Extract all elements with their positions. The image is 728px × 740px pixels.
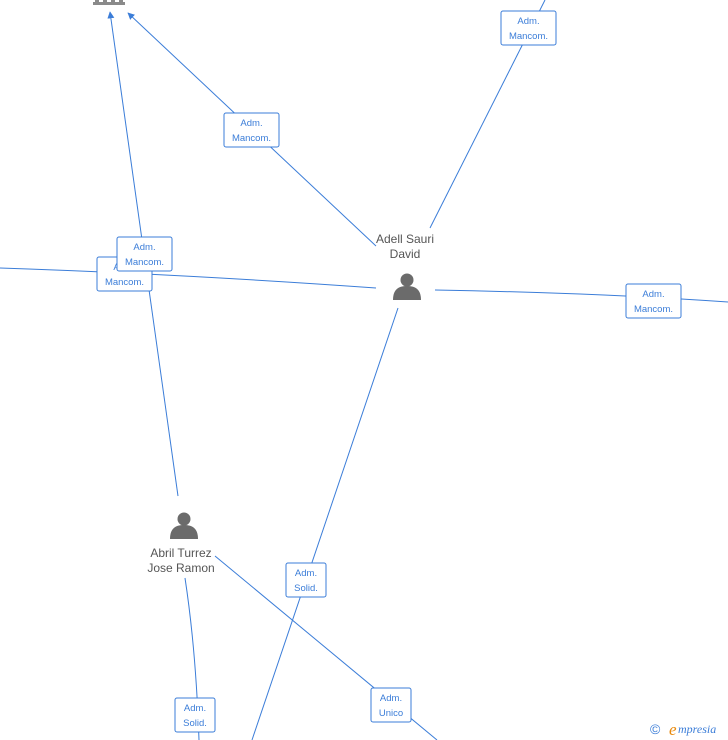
edge-left-to-adell	[0, 267, 377, 289]
person-node-abril[interactable]: Abril Turrez Jose Ramon	[147, 512, 215, 576]
badge-line2: Solid.	[183, 718, 207, 729]
badge-line1: Adm.	[642, 289, 664, 300]
badge-line1: Adm.	[380, 693, 402, 704]
badge-line2: Unico	[379, 708, 403, 719]
badge-line1: Adm.	[240, 118, 262, 129]
person-name-line2: David	[390, 247, 421, 261]
person-name-line1: Abril Turrez	[150, 546, 211, 560]
badge-line1: Adm.	[295, 568, 317, 579]
role-badge[interactable]: Adm. Solid.	[285, 562, 327, 598]
role-badge[interactable]: Adm. Mancom.	[116, 236, 173, 272]
brand-footer: © e mpresia	[650, 720, 716, 739]
brand-logo-initial: e	[669, 720, 677, 739]
person-icon	[393, 273, 421, 300]
role-badge[interactable]: Adm. Solid.	[174, 697, 216, 733]
badge-line1: Adm.	[133, 242, 155, 253]
company-node[interactable]	[93, 0, 125, 5]
badge-line2: Mancom.	[634, 304, 673, 315]
role-badge[interactable]: Adm. Mancom.	[223, 112, 280, 148]
badge-line1: Adm.	[517, 16, 539, 27]
badge-line1: Adm.	[184, 703, 206, 714]
badge-line2: Mancom.	[105, 277, 144, 288]
copyright-symbol: ©	[650, 721, 661, 737]
person-icon	[170, 512, 198, 539]
role-badge[interactable]: Adm. Mancom.	[500, 10, 557, 46]
badge-line2: Mancom.	[232, 133, 271, 144]
person-node-adell[interactable]: Adell Sauri David	[376, 232, 434, 300]
person-name-line2: Jose Ramon	[147, 561, 214, 575]
badge-line2: Solid.	[294, 583, 318, 594]
brand-logo-text: mpresia	[678, 722, 716, 736]
person-name-line1: Adell Sauri	[376, 232, 434, 246]
badge-line2: Mancom.	[509, 31, 548, 42]
role-badge[interactable]: Adm. Unico	[370, 687, 412, 723]
building-icon	[93, 0, 125, 5]
edge-adell-bottom	[251, 307, 399, 740]
edge-adell-right	[434, 289, 728, 303]
role-badge[interactable]: Adm. Mancom.	[625, 283, 682, 319]
badge-line2: Mancom.	[125, 257, 164, 268]
